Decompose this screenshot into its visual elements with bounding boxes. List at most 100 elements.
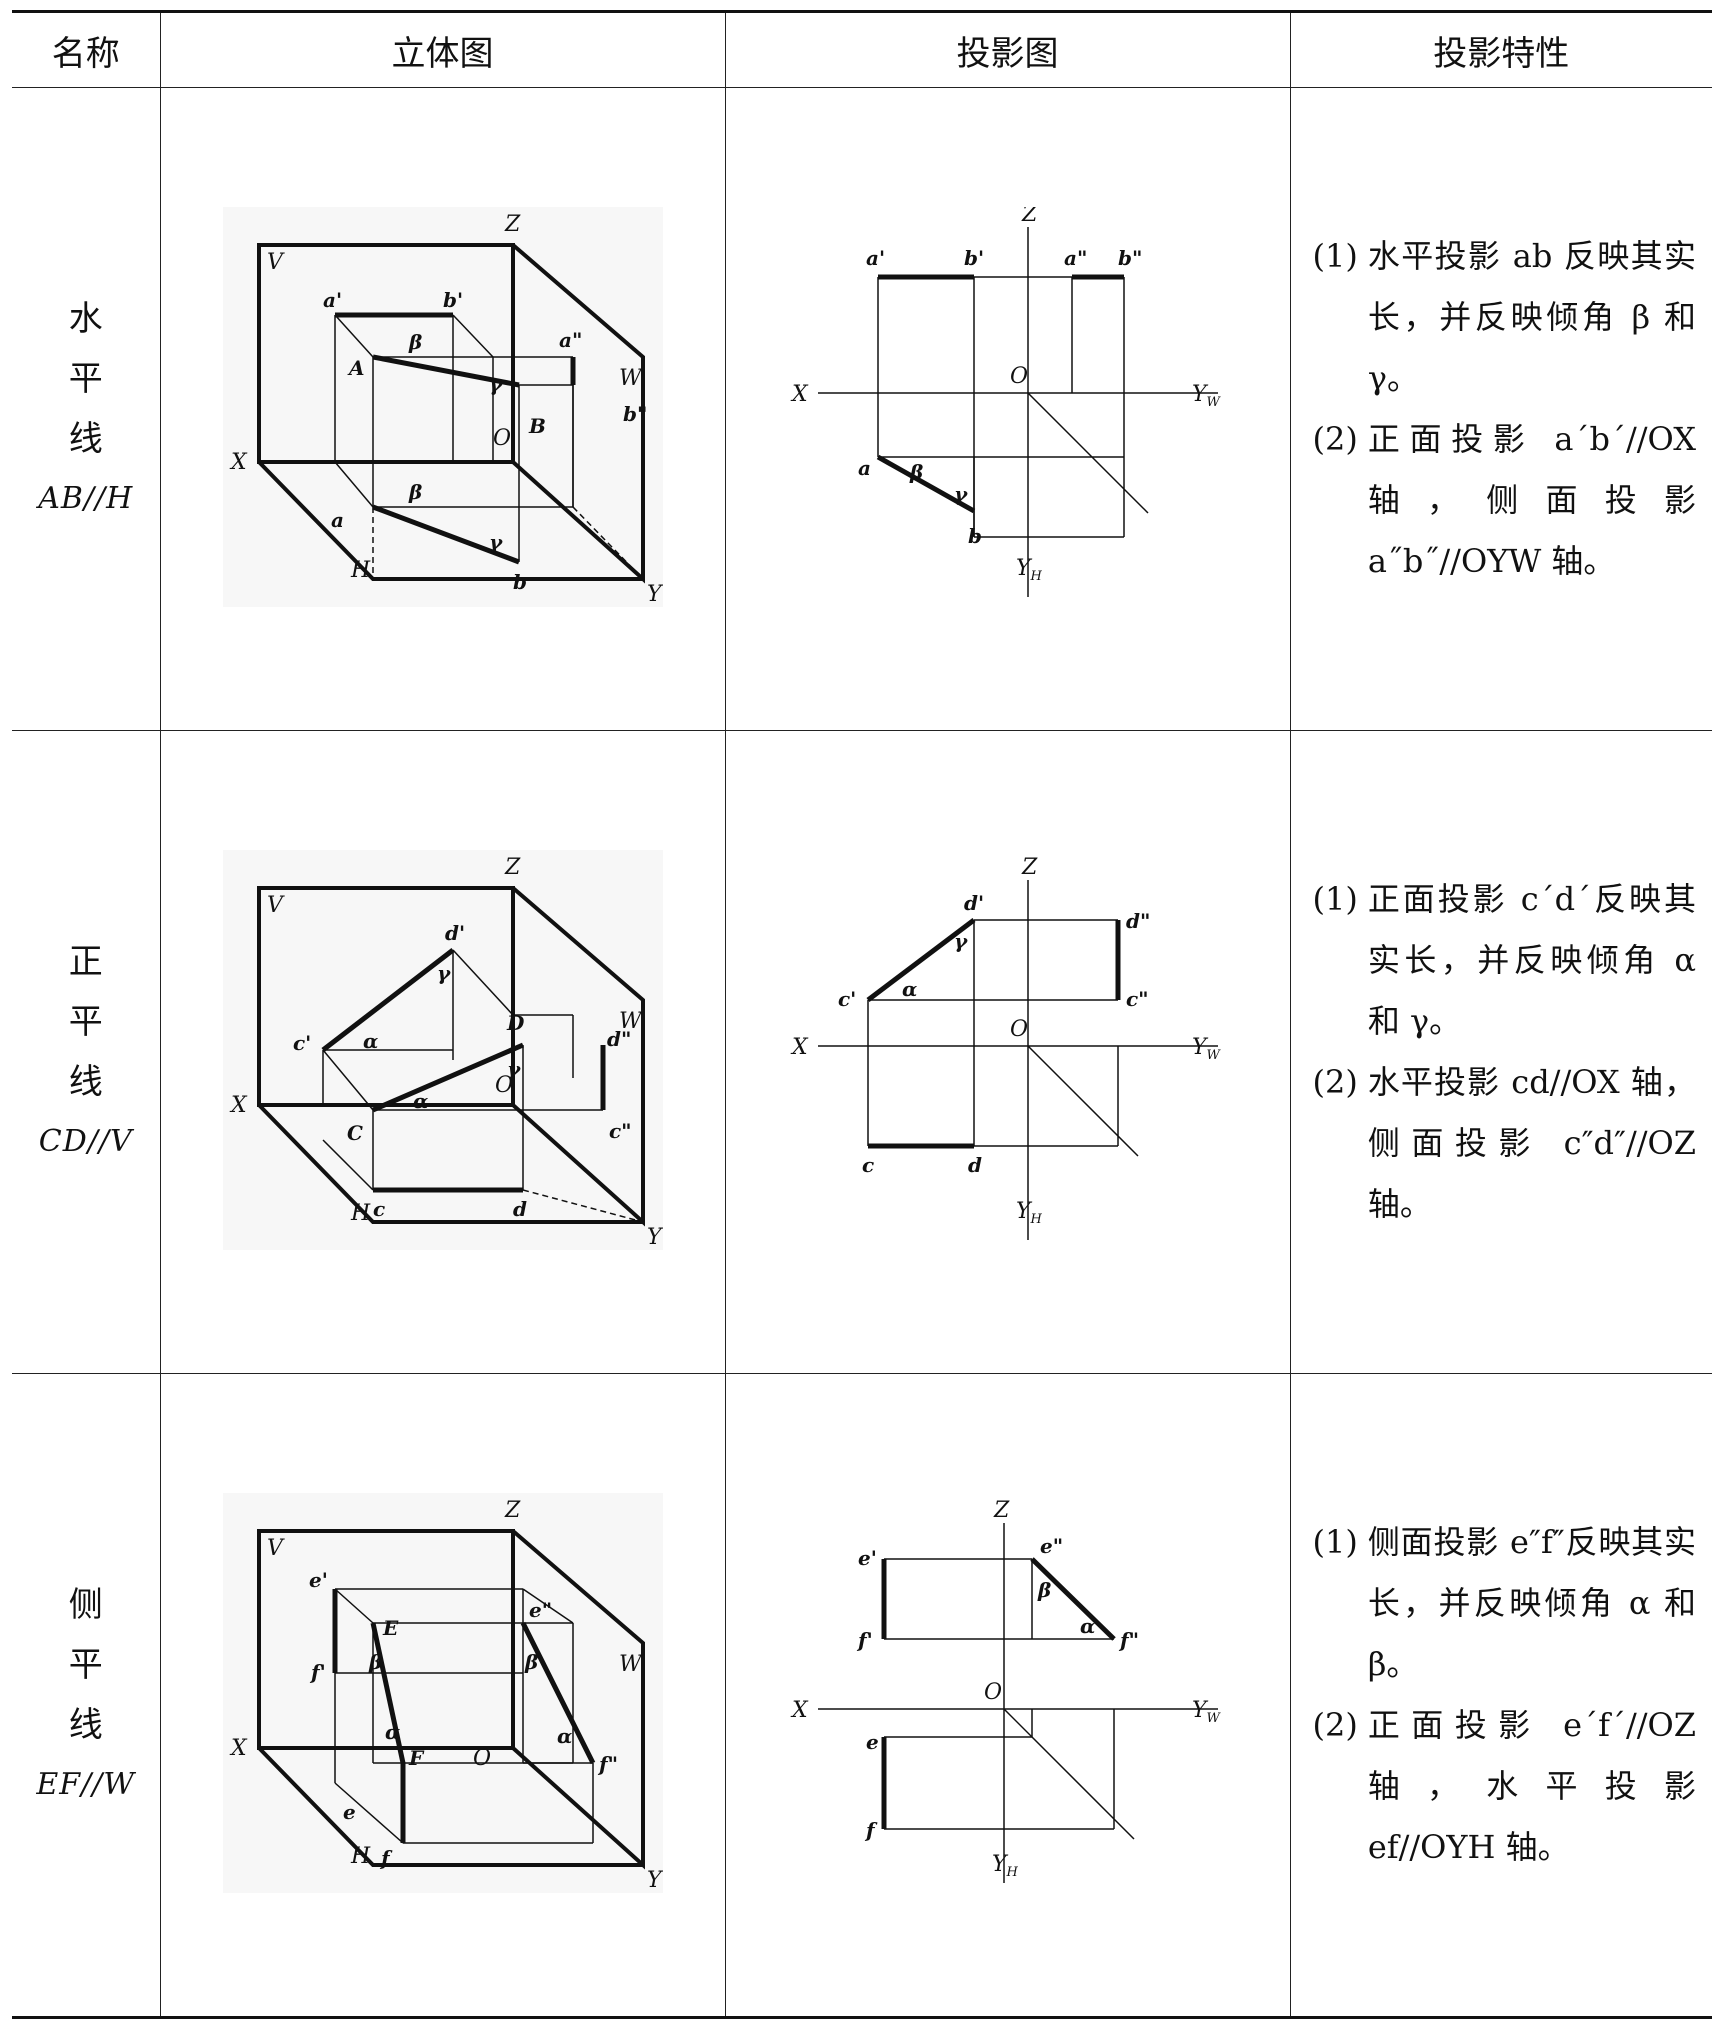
axis-x-label: X bbox=[790, 1698, 809, 1723]
stereo-diagram: V Z X Y H W O a' b' a" b" A B a b β γ β … bbox=[222, 207, 664, 607]
line-class: AB//H bbox=[38, 481, 134, 516]
point-label: d bbox=[968, 1153, 982, 1177]
angle-label: β bbox=[408, 480, 422, 504]
line-name-char: 正 bbox=[68, 942, 103, 982]
table-row: 正 平 线 CD//V bbox=[12, 730, 1712, 1374]
axis-yw-label: YW bbox=[1192, 382, 1222, 410]
angle-label: γ bbox=[954, 482, 968, 506]
point-label: c' bbox=[293, 1031, 311, 1055]
axis-z-label: Z bbox=[1021, 855, 1038, 880]
point-label: a" bbox=[1064, 246, 1087, 270]
line-name-char: 线 bbox=[68, 419, 103, 459]
line-name-char: 线 bbox=[68, 1705, 103, 1745]
angle-label: β bbox=[524, 1650, 538, 1674]
axis-z-label: Z bbox=[504, 1498, 521, 1523]
line-class: EF//W bbox=[36, 1767, 136, 1802]
axis-yh-label: YH bbox=[1016, 1199, 1043, 1227]
point-label: f' bbox=[309, 1660, 326, 1684]
point-label: f" bbox=[1118, 1628, 1139, 1652]
property-item: (1)水平投影 ab 反映其实长，并反映倾角 β 和 γ。 bbox=[1312, 237, 1697, 397]
plane-w-label: W bbox=[619, 366, 644, 391]
axis-x-label: X bbox=[790, 382, 809, 407]
point-label: c' bbox=[838, 987, 856, 1011]
angle-label: α bbox=[902, 977, 917, 1001]
stereo-diagram: V Z X Y H W O c' d' d" c" C D c d α γ α … bbox=[222, 850, 664, 1250]
property-item: (2)正面投影 a´b´//OX 轴，侧面投影 a˝b˝//OYW 轴。 bbox=[1312, 420, 1697, 580]
line-name-char: 水 bbox=[68, 299, 103, 339]
point-label: b' bbox=[443, 288, 463, 312]
angle-label: α bbox=[413, 1089, 428, 1113]
origin-label: O bbox=[493, 426, 511, 451]
point-label: b' bbox=[964, 246, 984, 270]
point-label: b bbox=[513, 570, 527, 594]
point-label: f" bbox=[597, 1752, 618, 1776]
property-cell: (1)水平投影 ab 反映其实长，并反映倾角 β 和 γ。 (2)正面投影 a´… bbox=[1289, 87, 1712, 731]
axis-z-label: Z bbox=[504, 212, 521, 237]
angle-label: β bbox=[909, 460, 923, 484]
stereo-diagram: V Z X Y H W O e' f' e" f" E F e f β α β … bbox=[222, 1493, 664, 1893]
angle-label: γ bbox=[507, 1057, 521, 1081]
plane-v-label: V bbox=[267, 250, 285, 275]
plane-v-label: V bbox=[267, 893, 285, 918]
point-label: C bbox=[347, 1121, 363, 1145]
point-label: e" bbox=[529, 1598, 552, 1622]
projection-cell: Z X O YW YH a' b' a" b" a b β γ bbox=[724, 87, 1291, 731]
line-class: CD//V bbox=[38, 1124, 133, 1159]
stereo-cell: V Z X Y H W O e' f' e" f" E F e f β α β … bbox=[159, 1373, 726, 2019]
header-projection: 投影图 bbox=[724, 10, 1291, 88]
point-label: b" bbox=[623, 402, 647, 426]
axis-y-label: Y bbox=[647, 582, 663, 607]
property-cell: (1)正面投影 c´d´反映其实长，并反映倾角 α 和 γ。 (2)水平投影 c… bbox=[1289, 730, 1712, 1374]
axis-z-label: Z bbox=[993, 1498, 1010, 1523]
line-name-char: 平 bbox=[68, 1002, 103, 1042]
point-label: c bbox=[862, 1153, 874, 1177]
plane-w-label: W bbox=[619, 1652, 644, 1677]
line-name-cell: 正 平 线 CD//V bbox=[12, 730, 161, 1374]
projection-table: 名称 立体图 投影图 投影特性 水 平 线 AB//H bbox=[12, 10, 1712, 2019]
point-label: E bbox=[382, 1616, 399, 1640]
plane-w-label: W bbox=[619, 1009, 644, 1034]
origin-label: O bbox=[473, 1746, 491, 1771]
axis-yw-label: YW bbox=[1192, 1035, 1222, 1063]
angle-label: α bbox=[1080, 1614, 1095, 1638]
axis-x-label: X bbox=[229, 1736, 248, 1761]
header-row: 名称 立体图 投影图 投影特性 bbox=[12, 10, 1712, 88]
point-label: D bbox=[506, 1011, 525, 1035]
stereo-cell: V Z X Y H W O a' b' a" b" A B a b β γ β … bbox=[159, 87, 726, 731]
point-label: d' bbox=[964, 891, 984, 915]
plane-h-label: H bbox=[350, 1844, 371, 1869]
point-label: e" bbox=[1040, 1534, 1063, 1558]
line-name-cell: 侧 平 线 EF//W bbox=[12, 1373, 161, 2019]
point-label: d bbox=[513, 1197, 527, 1221]
point-label: e bbox=[866, 1730, 879, 1754]
axis-z-label: Z bbox=[504, 855, 521, 880]
origin-label: O bbox=[495, 1073, 513, 1098]
point-label: d' bbox=[445, 921, 465, 945]
angle-label: β bbox=[1037, 1578, 1051, 1602]
axis-x-label: X bbox=[229, 450, 248, 475]
angle-label: α bbox=[385, 1720, 400, 1744]
line-name-char: 平 bbox=[68, 359, 103, 399]
point-label: a' bbox=[866, 246, 885, 270]
axis-yh-label: YH bbox=[1016, 556, 1043, 584]
axis-z-label: Z bbox=[1021, 207, 1038, 227]
axis-x-label: X bbox=[229, 1093, 248, 1118]
point-label: f bbox=[379, 1846, 393, 1870]
axis-y-label: Y bbox=[647, 1225, 663, 1250]
plane-h-label: H bbox=[350, 1201, 371, 1226]
property-item: (1)侧面投影 e″f″反映其实长，并反映倾角 α 和 β。 bbox=[1312, 1523, 1697, 1683]
property-item: (1)正面投影 c´d´反映其实长，并反映倾角 α 和 γ。 bbox=[1312, 880, 1697, 1040]
point-label: a bbox=[858, 456, 871, 480]
projection-diagram: Z X O YW YH a' b' a" b" a b β γ bbox=[790, 202, 1222, 597]
header-property: 投影特性 bbox=[1289, 10, 1712, 88]
property-cell: (1)侧面投影 e″f″反映其实长，并反映倾角 α 和 β。 (2)正面投影 e… bbox=[1289, 1373, 1712, 2019]
axis-x-label: X bbox=[790, 1035, 809, 1060]
header-name: 名称 bbox=[12, 10, 161, 88]
point-label: a" bbox=[559, 328, 582, 352]
point-label: B bbox=[528, 414, 546, 438]
table-row: 侧 平 线 EF//W bbox=[12, 1373, 1712, 2019]
angle-label: α bbox=[557, 1724, 572, 1748]
point-label: d" bbox=[607, 1027, 631, 1051]
projection-diagram: Z X O YW YH e' f' e" f" e f β α bbox=[790, 1498, 1221, 1883]
stereo-cell: V Z X Y H W O c' d' d" c" C D c d α γ α … bbox=[159, 730, 726, 1374]
